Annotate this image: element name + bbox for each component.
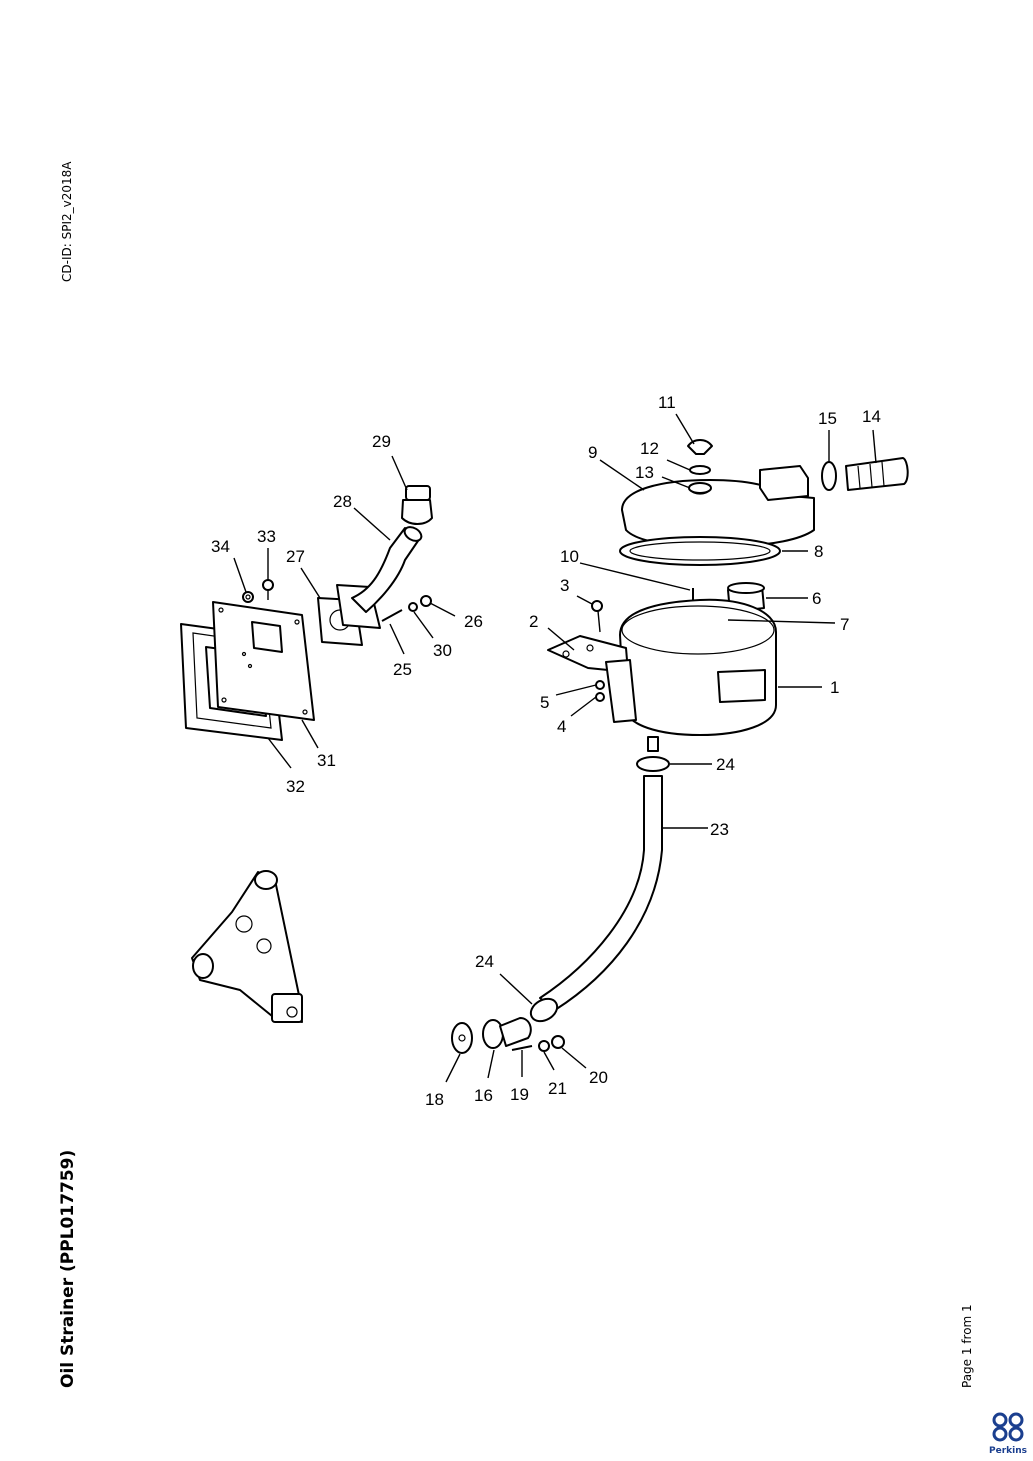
callout-7: 7 bbox=[840, 615, 849, 634]
callout-1: 1 bbox=[830, 678, 839, 697]
flange-16-gasket-18-stud-19-nuts-20-21 bbox=[451, 1017, 565, 1054]
callout-23: 23 bbox=[710, 820, 729, 839]
callout-24b: 24 bbox=[475, 952, 494, 971]
wingnut-11-washers-12-13 bbox=[687, 439, 713, 494]
callout-32: 32 bbox=[286, 777, 305, 796]
leader-lines bbox=[233, 413, 877, 1083]
elbow-28 bbox=[336, 526, 423, 629]
callout-14: 14 bbox=[862, 407, 881, 426]
washer-34 bbox=[242, 591, 254, 603]
hose-14-clip-15 bbox=[821, 457, 909, 491]
callout-31: 31 bbox=[317, 751, 336, 770]
hose-23-clips-24 bbox=[529, 736, 670, 1023]
perkins-logo bbox=[992, 1412, 1024, 1442]
stud-25-nut-26-washer-30 bbox=[381, 595, 432, 622]
bracket-2-bolt-3-nut-4-washer-5 bbox=[547, 600, 637, 723]
callout-12: 12 bbox=[640, 439, 659, 458]
perkins-logo-text: Perkins bbox=[989, 1446, 1027, 1456]
callout-4: 4 bbox=[557, 717, 566, 736]
callout-13: 13 bbox=[635, 463, 654, 482]
callout-11: 11 bbox=[658, 393, 676, 412]
callout-9: 9 bbox=[588, 443, 597, 462]
callout-21: 21 bbox=[548, 1079, 567, 1098]
breather-cap-29 bbox=[401, 485, 433, 525]
callout-2: 2 bbox=[529, 612, 538, 631]
callout-3: 3 bbox=[560, 576, 569, 595]
callout-28: 28 bbox=[333, 492, 352, 511]
callout-16: 16 bbox=[474, 1086, 493, 1105]
callout-34: 34 bbox=[211, 537, 230, 556]
callout-26: 26 bbox=[464, 612, 483, 631]
callout-27: 27 bbox=[286, 547, 305, 566]
callout-18: 18 bbox=[425, 1090, 444, 1109]
callout-24a: 24 bbox=[716, 755, 735, 774]
callout-15: 15 bbox=[818, 409, 837, 428]
callout-33: 33 bbox=[257, 527, 276, 546]
callout-8: 8 bbox=[814, 542, 823, 561]
callout-30: 30 bbox=[433, 641, 452, 660]
callout-10: 10 bbox=[560, 547, 579, 566]
support-bracket bbox=[191, 870, 303, 1023]
callout-20: 20 bbox=[589, 1068, 608, 1087]
callout-5: 5 bbox=[540, 693, 549, 712]
callout-labels: 29 28 27 33 34 26 30 25 31 32 11 12 13 9… bbox=[211, 393, 881, 1109]
screw-33 bbox=[262, 579, 274, 600]
callout-19: 19 bbox=[510, 1085, 529, 1104]
callout-6: 6 bbox=[812, 589, 821, 608]
callout-25: 25 bbox=[393, 660, 412, 679]
plate-31 bbox=[212, 601, 315, 721]
cover-9 bbox=[621, 465, 815, 548]
callout-29: 29 bbox=[372, 432, 391, 451]
body-1 bbox=[619, 598, 777, 736]
gasket-8 bbox=[619, 536, 781, 566]
